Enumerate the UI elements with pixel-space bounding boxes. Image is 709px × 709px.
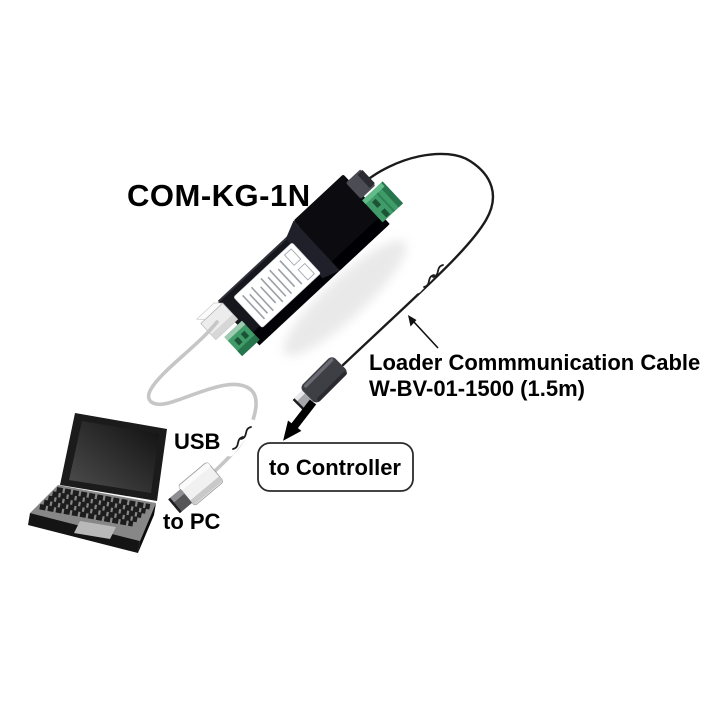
to-controller-arrow-icon (283, 399, 317, 441)
green-terminal-top (362, 181, 404, 223)
cable-break-icon (225, 419, 257, 457)
usb-label: USB (174, 429, 220, 454)
usb-plug (168, 462, 223, 514)
loader-cable (341, 152, 495, 367)
device-label (234, 243, 321, 328)
laptop-keyboard (39, 486, 151, 527)
device-label-text-lines (242, 260, 303, 320)
to-pc-label: to PC (163, 509, 221, 534)
laptop-screen (69, 421, 159, 493)
to-controller-box: to Controller (257, 442, 414, 492)
device-hump-side (331, 215, 390, 271)
cable-label-line2: W-BV-01-1500 (1.5m) (369, 376, 585, 401)
device-edge-highlight (217, 227, 299, 303)
com-kg-1n-device (195, 170, 404, 357)
laptop-right-edge (138, 503, 156, 553)
cable-break-icon (412, 257, 448, 294)
device-title: COM-KG-1N (127, 178, 311, 213)
laptop (28, 413, 167, 553)
device-hump-slope (285, 220, 340, 279)
cable-pointer-arrow-icon (408, 315, 439, 349)
loader-jack (346, 170, 375, 199)
to-controller-label: to Controller (269, 455, 401, 480)
loader-plug (292, 357, 347, 412)
cable-label-line1: Loader Commmunication Cable (369, 350, 700, 375)
green-terminal-bottom (224, 320, 260, 357)
device-shadow (283, 240, 407, 356)
laptop-trackpad (74, 521, 116, 539)
